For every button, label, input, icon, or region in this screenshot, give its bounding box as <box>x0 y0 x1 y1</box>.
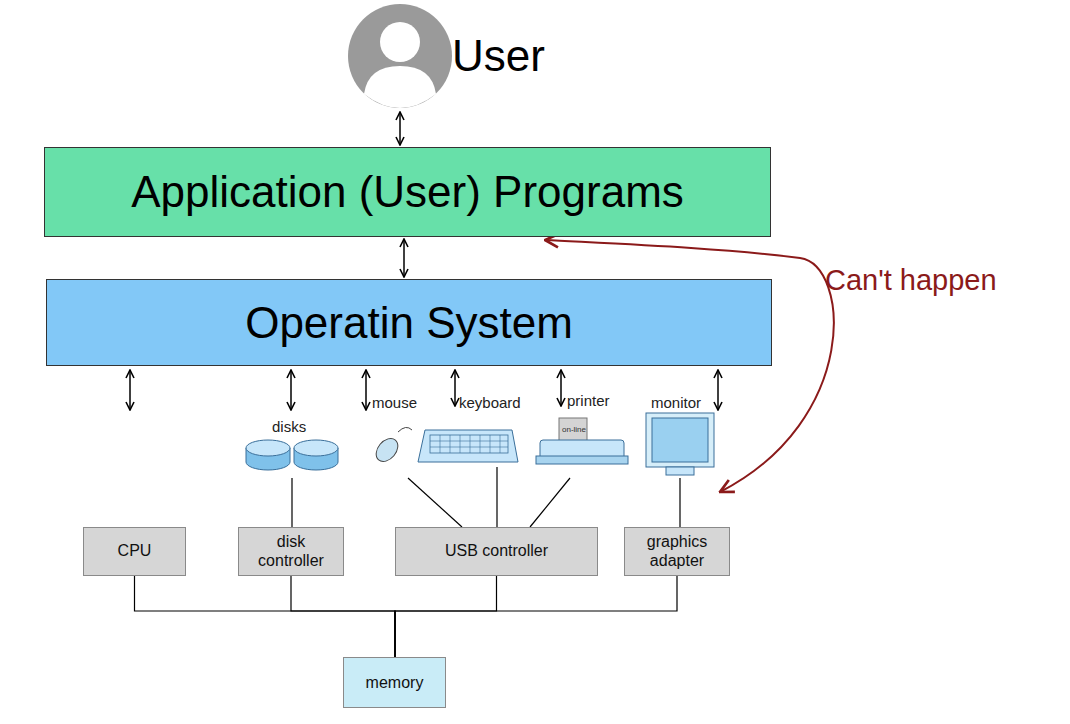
bus-line <box>135 576 396 657</box>
disks-icon <box>246 440 338 470</box>
layer-band: Operatin System <box>46 279 772 366</box>
node-text: disk controller <box>243 533 339 570</box>
mouse-icon <box>372 427 412 465</box>
hardware-box: CPU <box>83 527 186 576</box>
layer-band: Application (User) Programs <box>44 147 771 237</box>
device-label: mouse <box>372 394 417 411</box>
device-label: printer <box>567 392 610 409</box>
memory-box: memory <box>343 657 446 708</box>
hardware-box: graphics adapter <box>624 527 730 576</box>
hardware-box: disk controller <box>238 527 344 576</box>
device-label: keyboard <box>459 394 521 411</box>
monitor-icon <box>646 413 714 475</box>
printer-text: on-line <box>562 425 586 434</box>
node-text: User <box>452 31 545 81</box>
callout-note: Can't happen <box>825 264 997 297</box>
device-label: monitor <box>651 394 701 411</box>
bus-line <box>395 576 497 657</box>
node-text: memory <box>366 674 424 692</box>
device-wires <box>292 467 680 527</box>
node-text: Application (User) Programs <box>131 167 684 217</box>
node-text: graphics adapter <box>629 533 725 570</box>
node-text: CPU <box>118 542 152 560</box>
node-text: Operatin System <box>245 298 573 348</box>
io-arrows <box>130 370 718 410</box>
bus-line <box>395 576 677 657</box>
user-actor: User <box>346 2 576 110</box>
node-text: USB controller <box>445 542 548 560</box>
double-arrow <box>399 112 401 145</box>
avatar-icon <box>346 2 454 110</box>
printer-icon <box>536 418 628 464</box>
hardware-box: USB controller <box>395 527 598 576</box>
double-arrow <box>403 239 405 277</box>
device-label: disks <box>272 418 306 435</box>
bus-line <box>291 576 395 657</box>
keyboard-icon <box>418 430 518 462</box>
forbidden-path <box>545 240 834 492</box>
